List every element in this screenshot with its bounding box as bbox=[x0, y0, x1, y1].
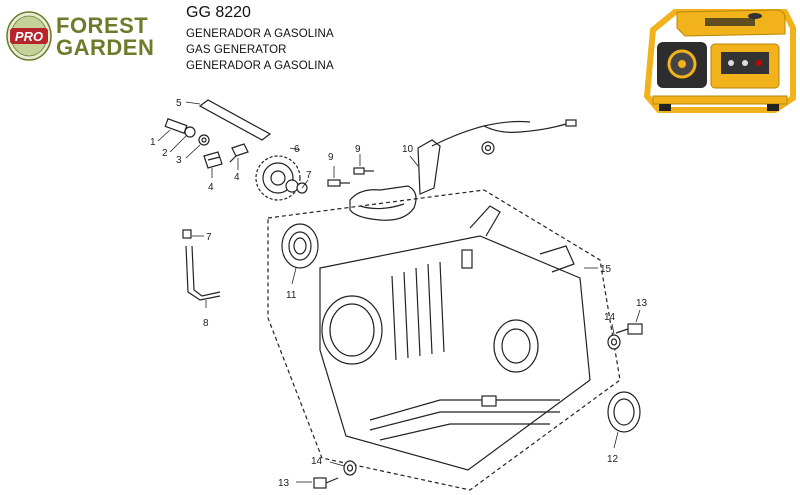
description-line-1: GENERADOR A GASOLINA bbox=[186, 28, 334, 40]
callout-8: 8 bbox=[203, 318, 209, 329]
part-9-bolt-a: 9 bbox=[327, 152, 350, 187]
callout-12: 12 bbox=[607, 454, 619, 465]
part-13-bolt-bottom: 13 bbox=[278, 477, 339, 489]
part-3-washer: 3 bbox=[176, 134, 210, 166]
part-10-ignition-coil: 10 bbox=[349, 119, 577, 221]
part-6-governor-gear: 6 bbox=[255, 144, 308, 201]
part-9-bolt-b: 9 bbox=[353, 144, 374, 175]
part-4-clip-a: 4 bbox=[203, 151, 223, 193]
part-1-bolt: 1 bbox=[150, 118, 188, 148]
part-14-washer-right: 14 bbox=[604, 312, 621, 350]
brand-badge: PRO bbox=[15, 29, 43, 44]
callout-9a: 9 bbox=[328, 152, 334, 163]
callout-5: 5 bbox=[176, 98, 182, 109]
callout-6: 6 bbox=[294, 144, 300, 155]
callout-11: 11 bbox=[286, 290, 297, 301]
callout-15: 15 bbox=[600, 264, 612, 275]
callout-3: 3 bbox=[176, 155, 182, 166]
callout-4b: 4 bbox=[234, 172, 240, 183]
callout-9b: 9 bbox=[355, 144, 361, 155]
callout-10: 10 bbox=[402, 144, 414, 155]
part-7-drain-bolt: 7 bbox=[182, 229, 212, 243]
brand-line-2: GARDEN bbox=[56, 35, 154, 60]
description-line-3: GENERADOR A GASOLINA bbox=[186, 60, 334, 72]
callout-7a: 7 bbox=[306, 170, 312, 181]
part-11-oil-seal: 11 bbox=[281, 223, 319, 301]
forest-garden-logo: PRO FOREST GARDEN bbox=[4, 6, 169, 66]
part-4-clip-b: 4 bbox=[229, 143, 249, 183]
callout-13b: 13 bbox=[278, 478, 290, 489]
part-14-washer-bottom: 14 bbox=[311, 456, 357, 476]
description-line-2: GAS GENERATOR bbox=[186, 44, 287, 56]
part-13-bolt-right: 13 bbox=[615, 298, 648, 335]
callout-7b: 7 bbox=[206, 232, 212, 243]
callout-14b: 14 bbox=[311, 456, 323, 467]
callout-4a: 4 bbox=[208, 182, 214, 193]
generator-photo bbox=[635, 0, 800, 115]
part-12-oil-seal: 12 bbox=[607, 391, 641, 465]
model-number: GG 8220 bbox=[186, 4, 251, 21]
part-15-crankcase: 15 bbox=[267, 189, 621, 491]
part-2-washer: 2 bbox=[162, 126, 196, 159]
callout-13a: 13 bbox=[636, 298, 648, 309]
callout-1: 1 bbox=[150, 137, 156, 148]
part-8-lever: 8 bbox=[185, 245, 221, 329]
callout-2: 2 bbox=[162, 148, 168, 159]
brand-line-1: FOREST bbox=[56, 13, 148, 38]
part-7-washer-top: 7 bbox=[301, 170, 312, 189]
callout-14a: 14 bbox=[604, 312, 616, 323]
part-5-rod: 5 bbox=[176, 98, 272, 141]
